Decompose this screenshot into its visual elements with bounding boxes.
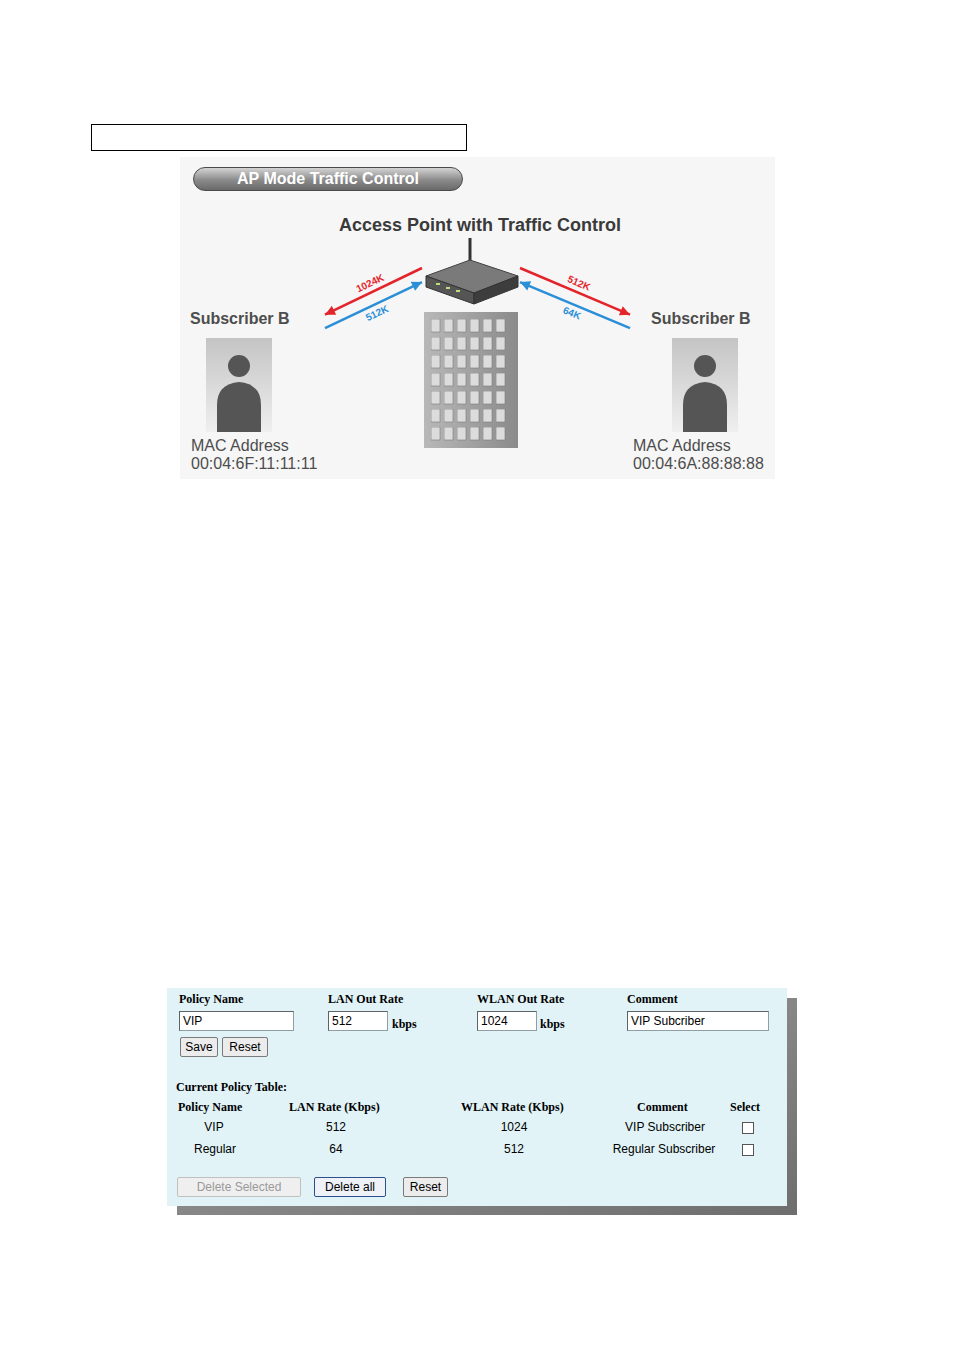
unit-label: kbps	[540, 1017, 565, 1032]
node-text: Delete all	[325, 1180, 375, 1194]
node-text: VIP Subcriber	[631, 1014, 705, 1028]
building	[424, 312, 518, 448]
subscriber: Subscriber B MAC Address00:04:6F:11:11:11	[188, 308, 325, 475]
router-side	[474, 276, 518, 304]
table-header: LAN Rate (Kbps)	[289, 1100, 380, 1115]
subscriber-figure	[672, 338, 738, 432]
node-text: 00:04:6F:11:11:11	[191, 455, 317, 473]
illustration-ground	[180, 157, 775, 479]
light	[446, 287, 450, 289]
field-label: LAN Out Rate	[328, 992, 403, 1007]
button: Reset	[222, 1037, 268, 1057]
node-text: Reset	[410, 1180, 441, 1194]
field-label: Policy Name	[179, 992, 243, 1007]
settings-panel	[167, 988, 797, 1215]
node-text: VIP	[183, 1014, 202, 1028]
traffic-arrow	[325, 282, 422, 328]
checkbox	[743, 1123, 754, 1134]
table-header: Policy Name	[178, 1100, 242, 1115]
node-text: 00:04:6A:88:88:88	[633, 455, 764, 473]
table-cell: VIP	[204, 1120, 223, 1134]
node-text: MAC Address	[191, 437, 289, 455]
building-windows	[431, 319, 509, 445]
node-text: Access Point with Traffic Control	[339, 215, 621, 236]
light	[436, 283, 440, 285]
access-point: Access Point with Traffic Control	[422, 255, 520, 307]
table-cell: VIP Subscriber	[625, 1120, 705, 1134]
text-input: VIP	[179, 1011, 294, 1031]
figure-head	[228, 355, 250, 377]
light	[456, 290, 460, 292]
table-header: WLAN Rate (Kbps)	[461, 1100, 564, 1115]
table-header: Comment	[637, 1100, 688, 1115]
empty-caption-box	[92, 125, 467, 151]
table-cell: Regular Subscriber	[613, 1142, 716, 1156]
subscriber-figure	[206, 338, 272, 432]
node-text: Subscriber B	[651, 310, 751, 328]
node-text: AP Mode Traffic Control	[237, 170, 419, 188]
button: Save	[180, 1037, 218, 1057]
panel-ground	[167, 988, 787, 1206]
table-cell: 512	[326, 1120, 346, 1134]
router-front	[426, 276, 474, 304]
traffic-arrow	[520, 282, 630, 328]
figure-body	[683, 382, 727, 432]
button: Delete all	[314, 1177, 386, 1197]
table-header: Select	[730, 1100, 760, 1115]
node-text: 512	[332, 1014, 352, 1028]
checkbox	[743, 1145, 754, 1156]
figure-head	[694, 355, 716, 377]
node-text: Subscriber B	[190, 310, 290, 328]
figure-panel	[206, 338, 272, 432]
node-text: MAC Address	[633, 437, 731, 455]
table-title: Current Policy Table:	[176, 1080, 287, 1095]
field-label: Comment	[627, 992, 678, 1007]
unit-label: kbps	[392, 1017, 417, 1032]
table-cell: 512	[504, 1142, 524, 1156]
table-cell: 1024	[501, 1120, 528, 1134]
node-text: 1024	[481, 1014, 508, 1028]
disabled-button: Delete Selected	[177, 1177, 301, 1197]
node-text: Save	[185, 1040, 212, 1054]
text-input: VIP Subcriber	[627, 1011, 769, 1031]
figure-body	[217, 382, 261, 432]
router	[426, 238, 518, 304]
table-cell: 64	[329, 1142, 342, 1156]
title-banner: AP Mode Traffic Control	[193, 167, 463, 191]
subscriber: Subscriber B MAC Address00:04:6A:88:88:88	[630, 308, 772, 475]
node-text: Reset	[229, 1040, 260, 1054]
text-input: 512	[328, 1011, 388, 1031]
figure-panel	[672, 338, 738, 432]
text-input: 1024	[477, 1011, 537, 1031]
building-body	[424, 312, 518, 448]
table-cell: Regular	[194, 1142, 236, 1156]
button: Reset	[403, 1177, 448, 1197]
node-text: Delete Selected	[197, 1180, 282, 1194]
router-lights	[436, 283, 460, 292]
field-label: WLAN Out Rate	[477, 992, 564, 1007]
